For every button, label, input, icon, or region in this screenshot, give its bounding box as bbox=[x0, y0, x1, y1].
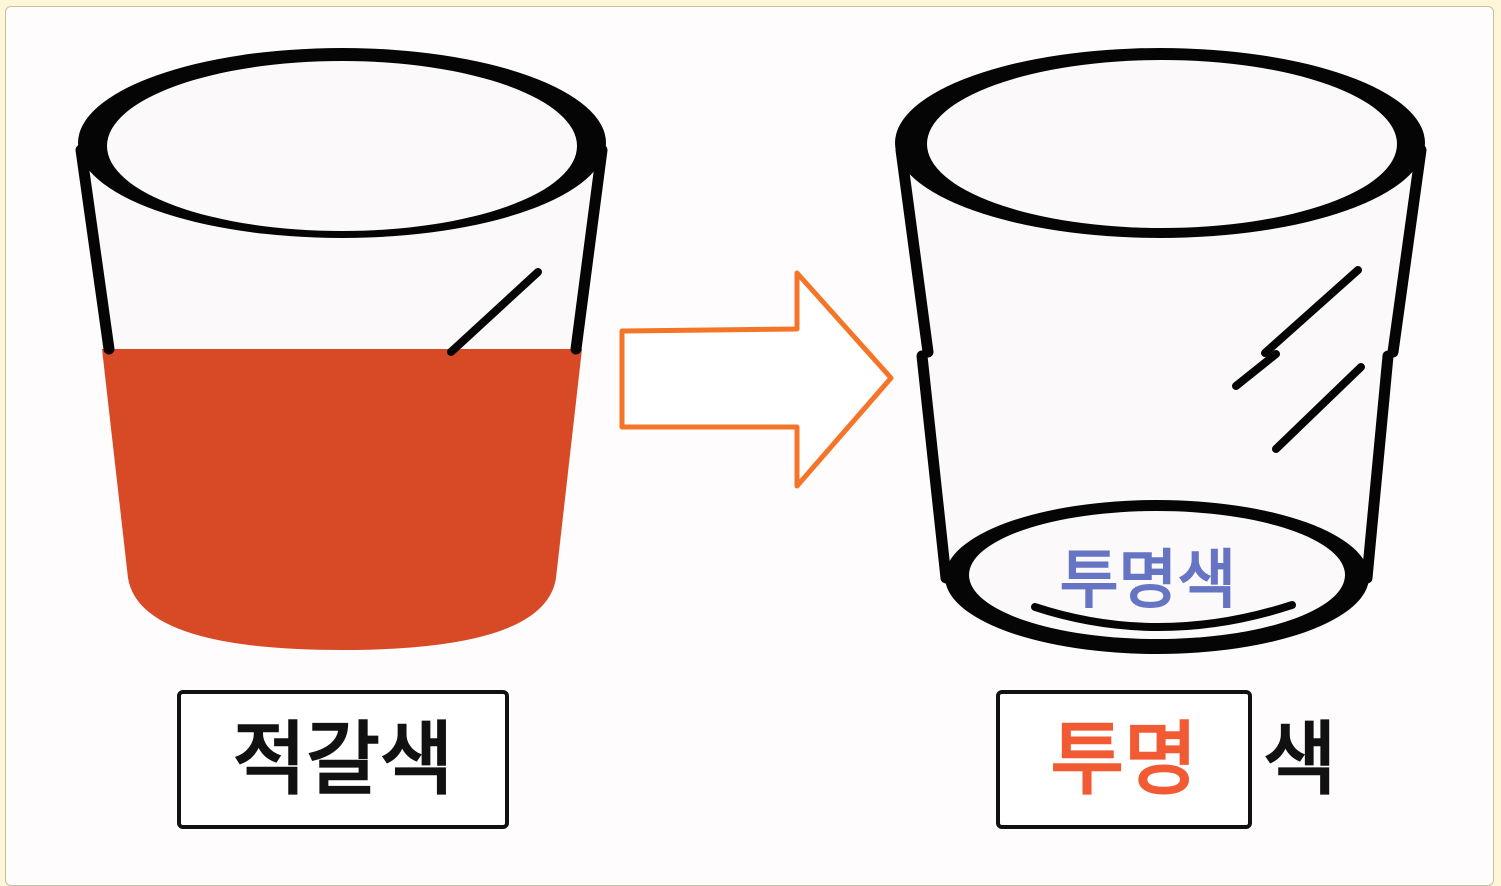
right-arrow-icon bbox=[619, 270, 894, 489]
after-color-suffix: 색 bbox=[1263, 713, 1337, 806]
reddish-brown-liquid bbox=[102, 349, 582, 650]
empty-transparent-cup-icon: 투명색 bbox=[895, 48, 1427, 654]
cup-inner-label: 투명색 bbox=[1060, 544, 1237, 618]
cup-with-reddish-brown-liquid-icon bbox=[75, 48, 608, 650]
before-color-box: 적갈색 bbox=[177, 690, 509, 829]
before-color-label: 적갈색 bbox=[232, 712, 454, 806]
after-color-answer-box: 투명 bbox=[996, 690, 1252, 829]
after-color-answer: 투명 bbox=[1050, 712, 1198, 806]
